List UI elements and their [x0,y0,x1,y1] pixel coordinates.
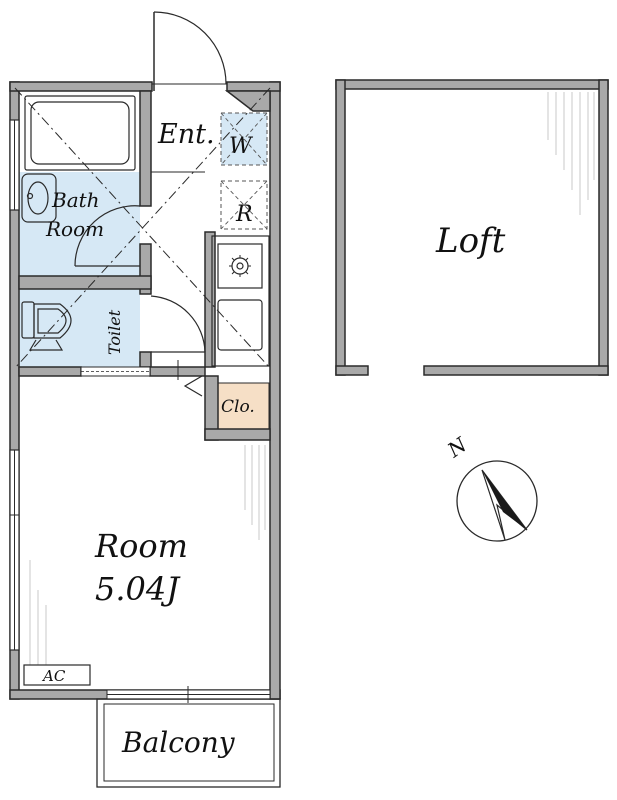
sliding-door [80,366,151,377]
closet-label: Clo. [221,397,255,417]
sink [217,299,263,351]
toilet-fixture [21,301,72,351]
toilet-label: Toilet [105,309,124,355]
bathtub [24,95,136,171]
balcony-label: Balcony [121,726,236,759]
wash-basin [21,173,57,223]
loft-shading [547,92,595,215]
toilet-door [150,295,206,353]
loft-walls [335,79,609,376]
bath-room-area [19,172,140,276]
north-label: N [442,432,472,463]
balcony-door [106,686,271,703]
stove [217,243,263,289]
ac-label: AC [41,667,66,685]
entrance-label: Ent. [157,119,215,150]
main-room-label: Room [94,527,188,565]
entrance-door [152,11,227,91]
air-conditioner [23,664,91,686]
toilet-area [19,289,140,367]
refrigerator-space [220,180,268,230]
bath-label-line2: Room [45,217,104,241]
main-room-size: 5.04J [95,570,181,608]
loft-label: Loft [435,221,506,261]
kitchen-counter [211,235,270,367]
loft-hatch [14,87,271,369]
washer-label: W [229,134,254,159]
left-windows [9,119,20,651]
bath-label-line1: Bath [51,188,100,212]
compass [456,460,538,542]
closet-area [218,383,269,429]
room-shading [29,445,266,665]
closet [217,382,270,430]
ladder-marker [183,375,203,397]
refrigerator-label: R [235,202,253,227]
washer-space [220,112,268,166]
balcony [96,698,281,788]
